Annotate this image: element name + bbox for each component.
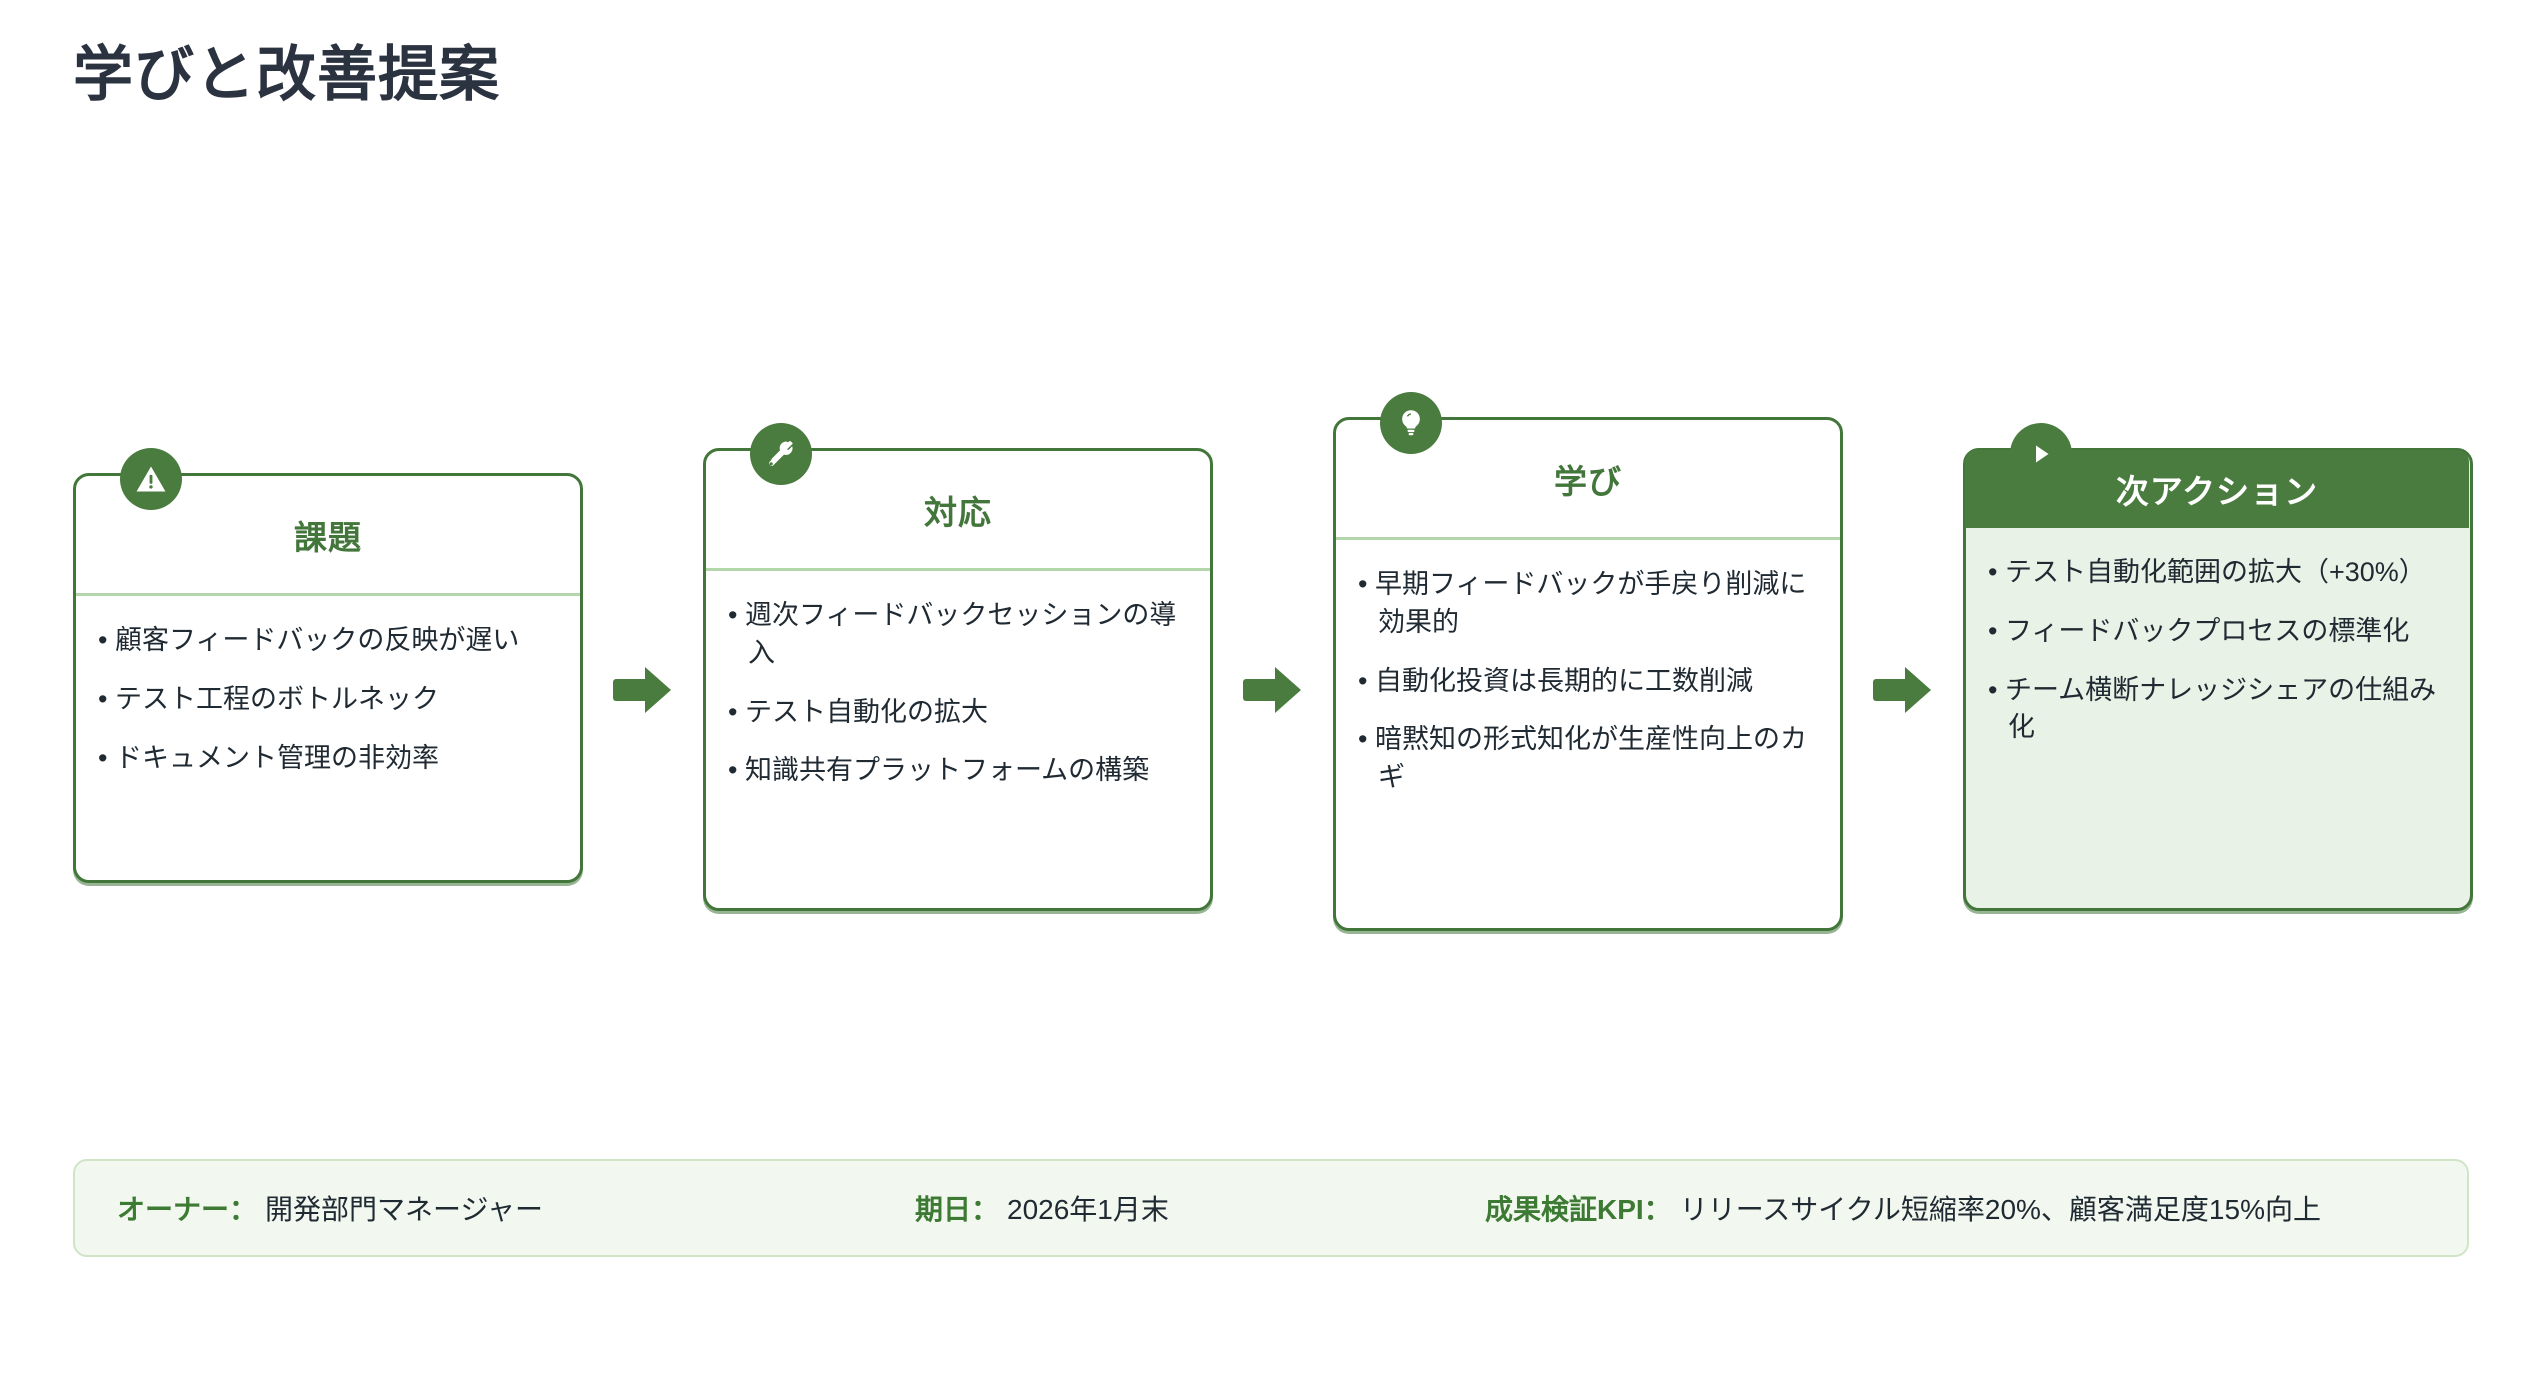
list-item: • テスト自動化の拡大 xyxy=(728,696,988,727)
card-body-learning: • 早期フィードバックが手戻り削減に効果的 • 自動化投資は長期的に工数削減 •… xyxy=(1336,540,1840,813)
list-item: • 知識共有プラットフォームの構築 xyxy=(728,755,1150,786)
warning-icon xyxy=(120,448,182,510)
list-item: • フィードバックプロセスの標準化 xyxy=(1988,615,2410,646)
list-item: • ドキュメント管理の非効率 xyxy=(98,742,439,773)
card-title-learning: 学び xyxy=(1554,462,1622,500)
page-title: 学びと改善提案 xyxy=(73,41,500,108)
list-item: • 週次フィードバックセッションの導入 xyxy=(728,600,1177,668)
card-title-issue: 課題 xyxy=(294,518,362,556)
list-item: • テスト自動化範囲の拡大（+30%） xyxy=(1988,557,2426,587)
flow-card-issue[interactable]: 課題 • 顧客フィードバックの反映が遅い • テスト工程のボトルネック • ドキ… xyxy=(73,473,583,883)
footer-due-date-value: 2026年1月末 xyxy=(1007,1194,1169,1225)
footer-kpi: 成果検証KPI： リリースサイクル短縮率20%、顧客満足度15%向上 xyxy=(1485,1188,2321,1228)
card-title-response: 対応 xyxy=(924,493,992,531)
footer-owner: オーナー： 開発部門マネージャー xyxy=(117,1188,543,1228)
card-body-next-action: • テスト自動化範囲の拡大（+30%） • フィードバックプロセスの標準化 • … xyxy=(1966,528,2470,763)
footer-due-date: 期日： 2026年1月末 xyxy=(915,1188,1169,1228)
footer-due-date-label: 期日： xyxy=(915,1194,1000,1225)
list-item: • 顧客フィードバックの反映が遅い xyxy=(98,625,520,655)
card-body-issue: • 顧客フィードバックの反映が遅い • テスト工程のボトルネック • ドキュメン… xyxy=(76,596,580,793)
footer-kpi-value: リリースサイクル短縮率20%、顧客満足度15%向上 xyxy=(1679,1194,2321,1225)
list-item: • 暗黙知の形式知化が生産性向上のカギ xyxy=(1358,724,1807,793)
flow-card-learning[interactable]: 学び • 早期フィードバックが手戻り削減に効果的 • 自動化投資は長期的に工数削… xyxy=(1333,417,1843,931)
card-divider xyxy=(1336,537,1840,540)
list-item: • テスト工程のボトルネック xyxy=(98,683,439,714)
flow-card-next-action[interactable]: 次アクション • テスト自動化範囲の拡大（+30%） • フィードバックプロセス… xyxy=(1963,448,2473,911)
flow-card-response[interactable]: 対応 • 週次フィードバックセッションの導入 • テスト自動化の拡大 • 知識共… xyxy=(703,448,1213,911)
card-body-response: • 週次フィードバックセッションの導入 • テスト自動化の拡大 • 知識共有プラ… xyxy=(706,571,1210,806)
list-item: • チーム横断ナレッジシェアの仕組み化 xyxy=(1988,674,2437,743)
card-divider xyxy=(706,568,1210,571)
footer-owner-value: 開発部門マネージャー xyxy=(265,1194,544,1225)
tools-icon xyxy=(750,423,812,485)
card-divider xyxy=(76,593,580,596)
list-item: • 早期フィードバックが手戻り削減に効果的 xyxy=(1358,569,1807,637)
play-icon xyxy=(2010,423,2072,485)
lightbulb-icon xyxy=(1380,392,1442,454)
list-item: • 自動化投資は長期的に工数削減 xyxy=(1358,665,1753,696)
footer-meta-bar: オーナー： 開発部門マネージャー 期日： 2026年1月末 成果検証KPI： リ… xyxy=(73,1159,2469,1257)
footer-owner-label: オーナー： xyxy=(117,1194,258,1225)
footer-kpi-label: 成果検証KPI： xyxy=(1485,1194,1672,1225)
